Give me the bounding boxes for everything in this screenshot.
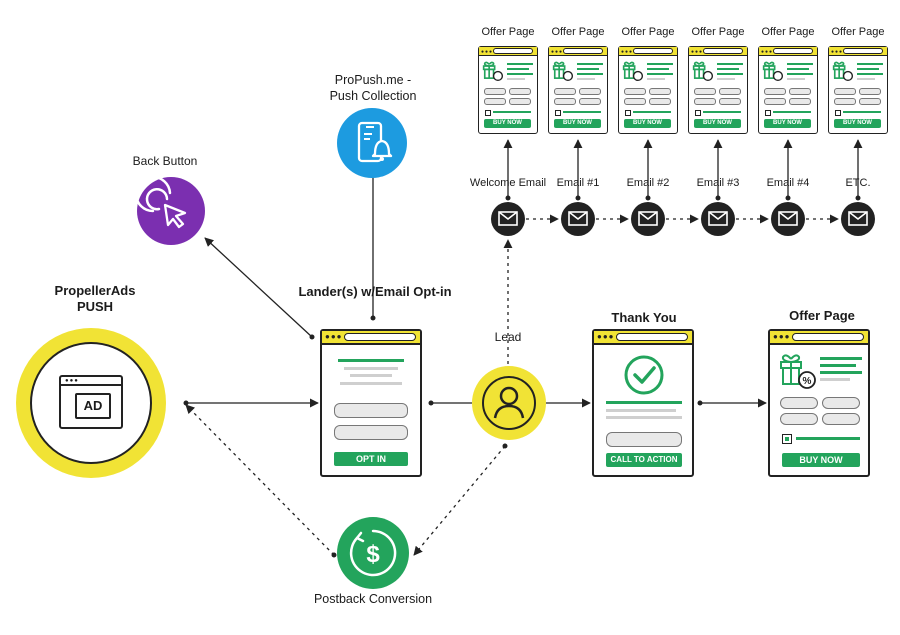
email-label: Email #3 (696, 177, 740, 189)
back-button-label: Back Button (132, 154, 198, 168)
email-offer-page-label: Offer Page (481, 26, 535, 38)
gift-percent-icon (692, 61, 714, 82)
email-offer-page: ●●●BUY NOW (688, 46, 748, 134)
gift-percent-icon: % (780, 354, 816, 389)
propush-node (337, 108, 407, 178)
back-button-node (137, 177, 205, 245)
gift-percent-icon (552, 61, 574, 82)
buy-now-button[interactable]: BUY NOW (834, 119, 881, 128)
name-field[interactable] (334, 425, 408, 440)
buy-now-button[interactable]: BUY NOW (694, 119, 741, 128)
email-node (771, 202, 805, 236)
cursor-click-icon (137, 177, 187, 229)
buy-now-button[interactable]: BUY NOW (624, 119, 671, 128)
email-offer-page: ●●●BUY NOW (618, 46, 678, 134)
dollar-icon: $ (349, 529, 397, 577)
svg-text:$: $ (366, 541, 380, 568)
gift-percent-icon (832, 61, 854, 82)
postback-node: $ (337, 517, 409, 589)
email-field[interactable] (334, 403, 408, 418)
propush-label: ProPush.me - Push Collection (329, 73, 417, 103)
email-offer-page: ●●●BUY NOW (828, 46, 888, 134)
email-label: ETC. (845, 177, 871, 189)
check-circle-icon (624, 355, 664, 395)
thank-you-field (606, 432, 682, 447)
gift-percent-icon (622, 61, 644, 82)
email-node (841, 202, 875, 236)
buy-now-button-main[interactable]: BUY NOW (782, 453, 860, 467)
email-label: Email #4 (766, 177, 810, 189)
lead-label: Lead (494, 330, 522, 344)
buy-now-button[interactable]: BUY NOW (764, 119, 811, 128)
buy-now-button[interactable]: BUY NOW (554, 119, 601, 128)
buy-now-button[interactable]: BUY NOW (484, 119, 531, 128)
ad-icon: ●●● AD (59, 375, 123, 429)
email-offer-page-label: Offer Page (621, 26, 675, 38)
opt-in-button[interactable]: OPT IN (334, 452, 408, 466)
email-offer-page-label: Offer Page (831, 26, 885, 38)
envelope-icon (708, 211, 728, 226)
email-offer-page-label: Offer Page (761, 26, 815, 38)
offer-page-main: ●●● % BUY NOW (768, 329, 870, 477)
envelope-icon (778, 211, 798, 226)
email-offer-page-label: Offer Page (691, 26, 745, 38)
email-offer-page: ●●●BUY NOW (548, 46, 608, 134)
email-label: Welcome Email (469, 177, 547, 189)
envelope-icon (568, 211, 588, 226)
postback-label: Postback Conversion (313, 592, 433, 606)
email-offer-page-label: Offer Page (551, 26, 605, 38)
thank-you-page: ●●● CALL TO ACTION (592, 329, 694, 477)
email-offer-page: ●●●BUY NOW (758, 46, 818, 134)
email-node (631, 202, 665, 236)
propellerads-label: PropellerAds PUSH (54, 283, 136, 314)
lead-node (472, 366, 546, 440)
email-node (491, 202, 525, 236)
call-to-action-button[interactable]: CALL TO ACTION (606, 453, 682, 467)
lander-label: Lander(s) w/Email Opt-in (298, 284, 452, 299)
email-node (561, 202, 595, 236)
offer-page-main-label: Offer Page (789, 308, 855, 323)
lander-page: ●●● OPT IN (320, 329, 422, 477)
envelope-icon (848, 211, 868, 226)
email-label: Email #2 (626, 177, 670, 189)
propellerads-node: ●●● AD (16, 328, 166, 478)
email-node (701, 202, 735, 236)
email-label: Email #1 (556, 177, 600, 189)
phone-bell-icon (357, 121, 393, 163)
thank-you-label: Thank You (611, 310, 677, 325)
gift-percent-icon (482, 61, 504, 82)
user-icon (493, 386, 525, 419)
svg-text:%: % (803, 376, 812, 387)
email-offer-page: ●●●BUY NOW (478, 46, 538, 134)
envelope-icon (498, 211, 518, 226)
gift-percent-icon (762, 61, 784, 82)
envelope-icon (638, 211, 658, 226)
